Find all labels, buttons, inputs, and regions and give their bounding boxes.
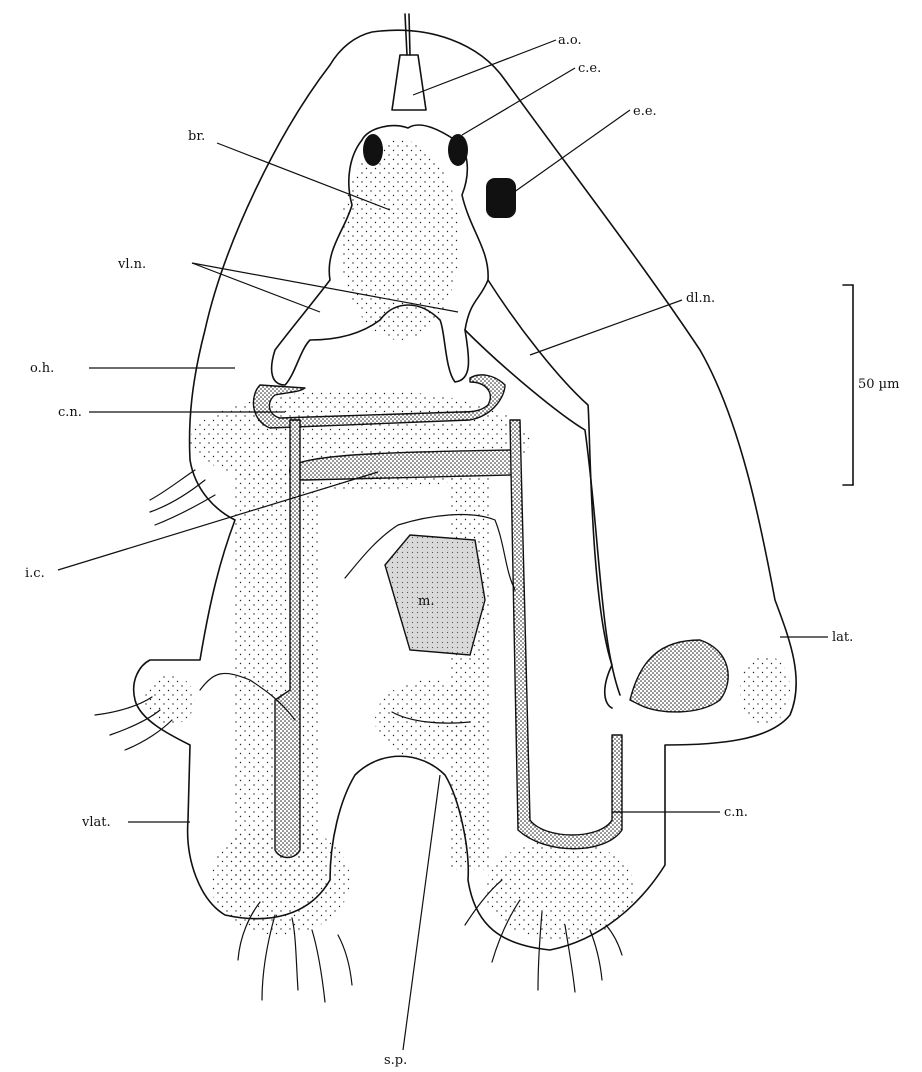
right-cerebral-eye — [448, 134, 468, 166]
brain-outline — [270, 124, 489, 386]
circumoral-nerve — [252, 374, 506, 429]
label-cerebral-eye: c.e. — [578, 61, 601, 76]
body-outline — [132, 29, 797, 951]
apical-tuft — [404, 13, 408, 56]
label-apical-organ: a.o. — [558, 33, 582, 48]
median-pad-stipple — [375, 680, 485, 760]
label-circumoral-nerve-bottom: c.n. — [724, 805, 748, 820]
label-sensory-pad: s.p. — [384, 1053, 407, 1068]
label-epidermal-eye: e.e. — [633, 104, 657, 119]
right-ventral-cord — [509, 419, 623, 850]
label-dorsolateral-nerve: dl.n. — [686, 291, 715, 306]
right-ventral-stipple — [450, 470, 490, 870]
label-circumoral-nerve-top: c.n. — [58, 405, 82, 420]
right-tip-stipple — [485, 840, 635, 940]
left-ventral-cord — [274, 419, 301, 859]
cilia — [94, 469, 623, 1003]
label-oral-hood: o.h. — [30, 361, 54, 376]
apical-tuft-2 — [408, 13, 411, 56]
median-plate-line — [391, 711, 471, 724]
dorsolateral-nerve — [487, 279, 613, 709]
left-lobe-stipple — [145, 675, 195, 725]
left-nerve-branch — [199, 672, 296, 721]
lateral-lobe-stipple — [740, 655, 790, 725]
mouth — [384, 534, 486, 656]
dorsolateral-nerve-inner — [464, 329, 621, 696]
label-inner-commissure: i.c. — [25, 566, 45, 581]
label-ventrolateral-nerve: vl.n. — [117, 257, 146, 272]
pharynx-outline — [344, 513, 516, 591]
label-brain: br. — [188, 129, 205, 144]
left-cerebral-eye — [363, 134, 383, 166]
label-lateral-lobe: lat. — [832, 630, 853, 645]
scale-bar: 50 µm — [842, 284, 899, 486]
lateral-nerve-loop — [629, 639, 729, 713]
scale-bar-label: 50 µm — [858, 377, 899, 392]
epidermal-eye — [486, 178, 516, 218]
label-mouth: m. — [418, 594, 434, 609]
label-ventrolateral-lobe: vlat. — [81, 815, 111, 830]
leader-lines — [57, 39, 828, 1051]
left-tip-stipple — [210, 825, 350, 935]
brain-stipple — [340, 140, 460, 340]
apical-organ — [391, 54, 427, 111]
